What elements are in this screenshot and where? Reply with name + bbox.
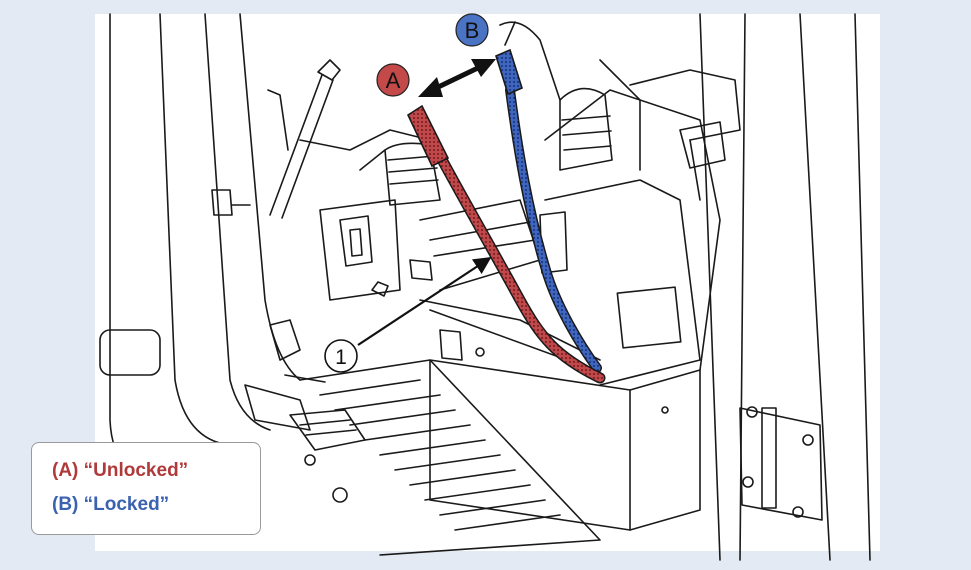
- callout-b-letter: B: [465, 18, 480, 43]
- lock-lever-locked-b: [495, 48, 602, 373]
- callout-1-number: 1: [335, 346, 347, 369]
- callout-b: B: [455, 13, 489, 47]
- lever-motion-arrow: [418, 59, 496, 97]
- legend-box: (A) “Unlocked” (B) “Locked”: [31, 442, 261, 535]
- lock-lever-unlocked-a: [406, 104, 606, 384]
- callout-a-letter: A: [386, 68, 401, 93]
- callout-1: 1: [324, 339, 358, 373]
- cab-line-art: [99, 13, 871, 561]
- legend-unlocked: (A) “Unlocked”: [52, 460, 189, 481]
- callout-1-pointer: [357, 257, 492, 346]
- legend-locked: (B) “Locked”: [52, 494, 170, 515]
- callout-a: A: [376, 63, 410, 97]
